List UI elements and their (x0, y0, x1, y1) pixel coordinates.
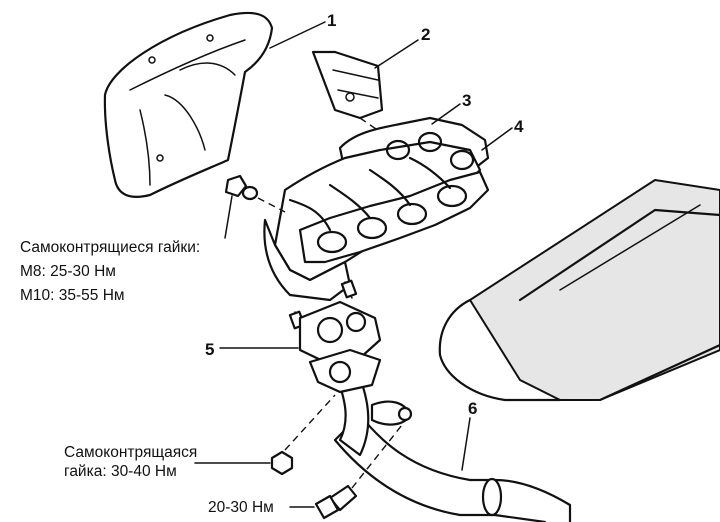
callout-1: 1 (327, 11, 336, 30)
m8-torque: M8: 25-30 Нм (20, 263, 116, 280)
part-5-flange-gasket (298, 300, 382, 394)
callout-6: 6 (468, 399, 477, 418)
upper-nuts (224, 174, 286, 213)
callout-4: 4 (514, 117, 524, 136)
lower-nut (270, 394, 336, 476)
lower-bolt (314, 424, 403, 520)
part-3-gasket-and-part-4-manifold (263, 116, 490, 330)
callout-3: 3 (462, 91, 471, 110)
part-6-exhaust-pipe (333, 179, 720, 522)
self-locking-nut-label-line1: Самоконтрящаяся (64, 444, 197, 461)
m10-torque: M10: 35-55 Нм (20, 287, 125, 304)
bolt-torque-label: 20-30 Нм (208, 499, 274, 516)
callout-5: 5 (205, 340, 214, 359)
self-locking-nuts-title: Самоконтрящиеся гайки: (20, 239, 200, 256)
part-2-bracket (311, 50, 393, 141)
self-locking-nut-label-line2: гайка: 30-40 Нм (64, 463, 177, 480)
callout-2: 2 (421, 25, 430, 44)
leader-lines (194, 21, 513, 508)
part-1-heat-shield (103, 11, 274, 198)
